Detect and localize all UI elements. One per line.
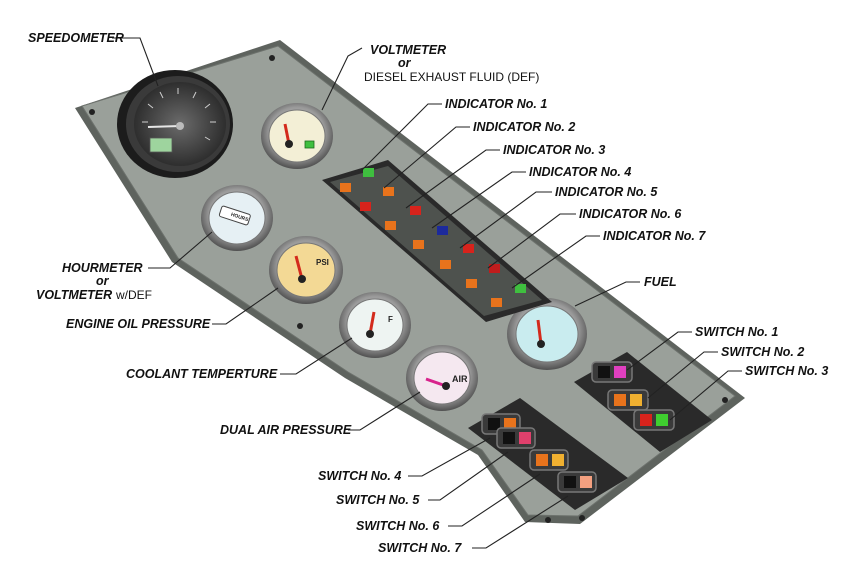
indicator-3-light bbox=[385, 221, 396, 230]
label-indicator-2: INDICATOR No. 2 bbox=[473, 120, 575, 134]
label-hourmeter: HOURMETER bbox=[62, 261, 143, 275]
air-face-label: AIR bbox=[452, 374, 468, 384]
label-def: DIESEL EXHAUST FLUID (DEF) bbox=[364, 70, 539, 84]
label-hourmeter-wdef: w/DEF bbox=[115, 288, 152, 302]
label-switch-4: SWITCH No. 4 bbox=[318, 469, 401, 483]
switch-group-left bbox=[468, 398, 628, 510]
indicator-6-light bbox=[466, 279, 477, 288]
label-voltmeter-or: or bbox=[398, 56, 412, 70]
indicator-1b-light bbox=[363, 168, 374, 177]
indicator-1-light bbox=[340, 183, 351, 192]
switch-1[interactable] bbox=[591, 361, 633, 383]
indicator-7-light bbox=[491, 298, 502, 307]
indicator-4-light bbox=[413, 240, 424, 249]
label-switch-5: SWITCH No. 5 bbox=[336, 493, 420, 507]
indicator-7b-light bbox=[515, 284, 526, 293]
switch-6[interactable] bbox=[529, 449, 569, 471]
switch-7[interactable] bbox=[557, 471, 597, 493]
indicator-3b-light bbox=[410, 206, 421, 215]
switch-3[interactable] bbox=[633, 409, 675, 431]
indicator-4b-light bbox=[437, 226, 448, 235]
indicator-2-light bbox=[360, 202, 371, 211]
oil-face-label: PSI bbox=[316, 258, 329, 267]
label-switch-7: SWITCH No. 7 bbox=[378, 541, 462, 555]
hourmeter-face-label: HOURS bbox=[230, 212, 250, 223]
label-switch-1: SWITCH No. 1 bbox=[695, 325, 778, 339]
voltmeter-gauge bbox=[261, 103, 333, 169]
coolant-temperature-gauge: F bbox=[339, 292, 411, 358]
label-indicator-7: INDICATOR No. 7 bbox=[603, 229, 706, 243]
indicator-6b-light bbox=[489, 264, 500, 273]
speedometer-gauge bbox=[117, 70, 233, 178]
label-indicator-3: INDICATOR No. 3 bbox=[503, 143, 605, 157]
indicator-2b-light bbox=[383, 187, 394, 196]
switch-group-right bbox=[574, 352, 712, 452]
indicator-5b-light bbox=[463, 244, 474, 253]
label-speedometer: SPEEDOMETER bbox=[28, 31, 124, 45]
label-switch-3: SWITCH No. 3 bbox=[745, 364, 828, 378]
fuel-gauge bbox=[507, 298, 587, 370]
instrument-panel bbox=[75, 40, 745, 524]
engine-oil-pressure-gauge: PSI bbox=[269, 236, 343, 304]
coolant-face-label: F bbox=[388, 315, 393, 324]
label-indicator-5: INDICATOR No. 5 bbox=[555, 185, 658, 199]
indicator-panel bbox=[322, 160, 552, 322]
switch-5[interactable] bbox=[496, 427, 536, 449]
label-indicator-4: INDICATOR No. 4 bbox=[529, 165, 631, 179]
label-coolant: COOLANT TEMPERTURE bbox=[126, 367, 278, 381]
label-indicator-1: INDICATOR No. 1 bbox=[445, 97, 547, 111]
switch-2[interactable] bbox=[607, 389, 649, 411]
label-hourmeter-or: or bbox=[96, 274, 110, 288]
label-switch-2: SWITCH No. 2 bbox=[721, 345, 804, 359]
label-voltmeter: VOLTMETER bbox=[370, 43, 446, 57]
label-fuel: FUEL bbox=[644, 275, 677, 289]
label-switch-6: SWITCH No. 6 bbox=[356, 519, 440, 533]
label-engine-oil-pressure: ENGINE OIL PRESSURE bbox=[66, 317, 211, 331]
hourmeter-gauge: HOURS bbox=[201, 185, 273, 251]
dual-air-pressure-gauge: AIR bbox=[406, 345, 478, 411]
label-dual-air: DUAL AIR PRESSURE bbox=[220, 423, 352, 437]
labels: SPEEDOMETER VOLTMETER or DIESEL EXHAUST … bbox=[28, 31, 828, 555]
leader-lines bbox=[112, 37, 742, 549]
label-indicator-6: INDICATOR No. 6 bbox=[579, 207, 682, 221]
indicator-5-light bbox=[440, 260, 451, 269]
label-hourmeter-voltmeter: VOLTMETER bbox=[36, 288, 112, 302]
